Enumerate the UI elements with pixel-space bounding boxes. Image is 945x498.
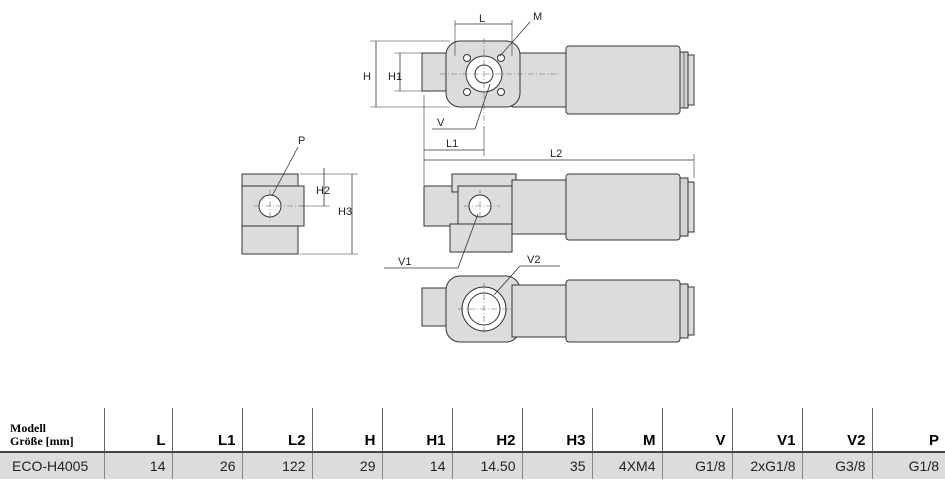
table-cell: 14.50 bbox=[452, 452, 523, 479]
dim-label-V: V bbox=[437, 117, 445, 129]
model-size-header: Modell Größe [mm] bbox=[0, 408, 105, 453]
dim-label-P: P bbox=[298, 135, 305, 147]
column-header: V bbox=[662, 408, 733, 453]
model-header: Modell bbox=[10, 421, 46, 435]
dim-label-L2: L2 bbox=[550, 148, 562, 160]
column-header: M bbox=[592, 408, 663, 453]
section-view: P H2 H3 bbox=[241, 135, 358, 255]
dim-label-M: M bbox=[533, 11, 542, 23]
dim-label-H3: H3 bbox=[338, 206, 352, 218]
column-header: L bbox=[104, 408, 173, 453]
dim-label-H: H bbox=[363, 71, 371, 83]
table-cell: 4XM4 bbox=[592, 452, 663, 479]
table-cell: 26 bbox=[172, 452, 243, 479]
bottom-view: V2 bbox=[421, 254, 695, 343]
bottom-end-ring bbox=[687, 286, 695, 336]
m4-hole bbox=[463, 88, 471, 96]
table-cell: G1/8 bbox=[662, 452, 733, 479]
body-neck bbox=[511, 52, 573, 108]
table-row: ECO-H4005 14 26 122 29 14 14.50 35 4XM4 … bbox=[0, 452, 945, 479]
column-header: L1 bbox=[172, 408, 243, 453]
dim-label-L1: L1 bbox=[446, 138, 458, 150]
column-header: P bbox=[872, 408, 945, 453]
table-cell: 2xG1/8 bbox=[732, 452, 803, 479]
column-header: H1 bbox=[382, 408, 453, 453]
top-view: L M H H1 V L1 bbox=[363, 11, 695, 156]
table-cell: 14 bbox=[382, 452, 453, 479]
end-ring bbox=[687, 54, 695, 106]
dim-label-V1: V1 bbox=[398, 256, 411, 268]
side-cylinder bbox=[565, 173, 681, 241]
table-header-row: Modell Größe [mm] L L1 L2 H H1 H2 H3 M V… bbox=[0, 408, 945, 453]
table-cell: G3/8 bbox=[802, 452, 873, 479]
cylinder-body bbox=[565, 45, 681, 115]
side-end-cap bbox=[679, 177, 689, 237]
table-cell: 29 bbox=[312, 452, 383, 479]
spec-table: Modell Größe [mm] L L1 L2 H H1 H2 H3 M V… bbox=[0, 408, 945, 479]
bottom-end-cap bbox=[679, 283, 689, 339]
side-bottom-block bbox=[449, 223, 513, 253]
dim-label-H2: H2 bbox=[316, 185, 330, 197]
column-header: L2 bbox=[242, 408, 313, 453]
column-header: V1 bbox=[732, 408, 803, 453]
dim-label-V2: V2 bbox=[527, 254, 540, 266]
side-neck bbox=[511, 179, 573, 235]
dim-label-L: L bbox=[479, 13, 485, 25]
table-cell: 35 bbox=[522, 452, 593, 479]
table-cell: 122 bbox=[242, 452, 313, 479]
dim-label-H1: H1 bbox=[388, 71, 402, 83]
l2-dimension: L2 bbox=[423, 148, 695, 185]
bottom-neck bbox=[511, 284, 573, 338]
m4-hole bbox=[497, 54, 505, 62]
column-header: H2 bbox=[452, 408, 523, 453]
bottom-cylinder bbox=[565, 279, 681, 343]
model-cell: ECO-H4005 bbox=[0, 452, 105, 479]
column-header: H3 bbox=[522, 408, 593, 453]
table-cell: 14 bbox=[104, 452, 173, 479]
table-cell: G1/8 bbox=[872, 452, 945, 479]
size-header: Größe [mm] bbox=[10, 434, 74, 448]
side-end-ring bbox=[687, 181, 695, 233]
technical-drawing: L M H H1 V L1 L2 bbox=[241, 11, 695, 343]
column-header: V2 bbox=[802, 408, 873, 453]
side-view: V1 bbox=[384, 173, 695, 269]
m4-hole bbox=[463, 54, 471, 62]
m4-hole bbox=[497, 88, 505, 96]
column-header: H bbox=[312, 408, 383, 453]
